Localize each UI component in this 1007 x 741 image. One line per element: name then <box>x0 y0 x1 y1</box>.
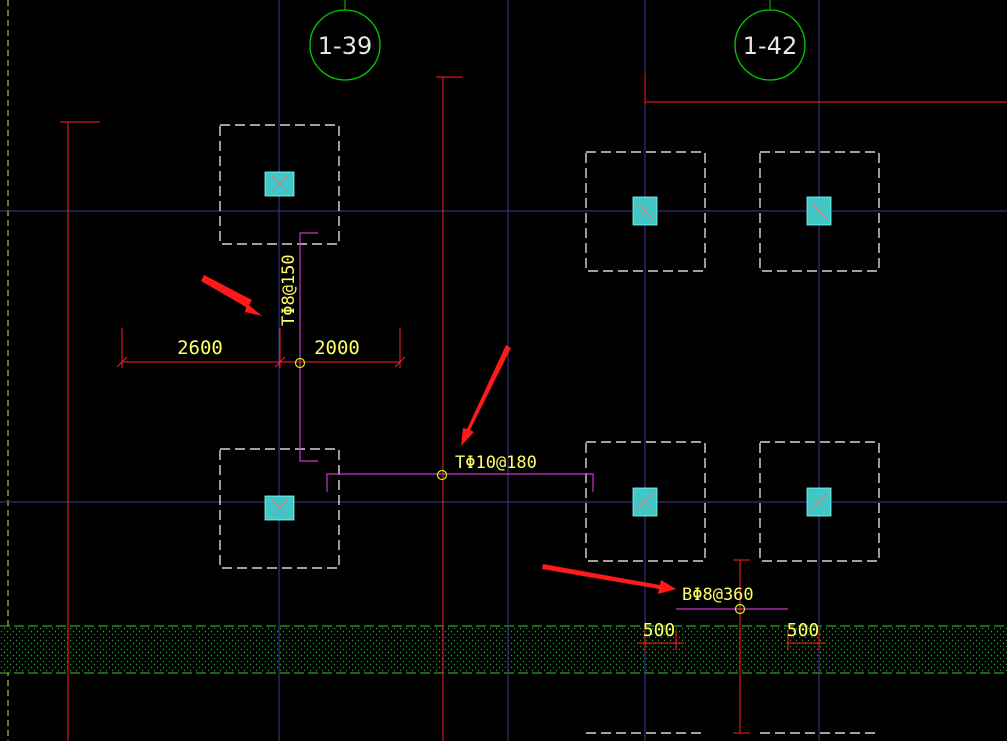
rebar-horizontal[interactable] <box>326 473 594 492</box>
pile-cap-top-mid[interactable] <box>585 151 706 272</box>
pile-cap-top-left[interactable] <box>219 124 340 245</box>
wall-strip[interactable] <box>0 625 1007 674</box>
dimension-label-left: 2600 <box>177 337 223 359</box>
dimension-top[interactable] <box>116 328 406 368</box>
axis-bubble-1-42[interactable]: 1-42 <box>734 0 806 81</box>
rebar-label-bottom: BΦ8@360 <box>682 585 754 605</box>
axis-bubble-label: 1-42 <box>743 32 797 60</box>
rebar-label-horizontal: TΦ10@180 <box>455 453 537 473</box>
pile-cap-bottom-right[interactable] <box>759 441 880 562</box>
pile-cap-bottom-left[interactable] <box>219 448 340 569</box>
column <box>632 487 658 517</box>
pile-cap-top-right[interactable] <box>759 151 880 272</box>
dimension-label-bottom-left: 500 <box>643 620 676 641</box>
rebar-vertical[interactable] <box>299 232 318 462</box>
dimension-bottom[interactable] <box>637 559 826 734</box>
pile-cap-bottom-mid[interactable] <box>585 441 706 562</box>
dimension-label-right: 2000 <box>314 337 360 359</box>
node-marker[interactable] <box>294 357 306 369</box>
node-marker[interactable] <box>436 469 448 481</box>
dimension-label-bottom-right: 500 <box>787 620 820 641</box>
axis-bubble-label: 1-39 <box>318 32 372 60</box>
axis-bubble-1-39[interactable]: 1-39 <box>309 0 381 81</box>
red-reference-lines <box>60 74 1007 741</box>
annotation-arrow-bottom <box>542 564 676 594</box>
rebar-label-vertical: TΦ8@150 <box>279 254 299 326</box>
node-marker[interactable] <box>734 603 746 615</box>
annotation-arrow-horizontal <box>461 345 511 446</box>
annotation-arrow-vertical <box>201 275 262 316</box>
